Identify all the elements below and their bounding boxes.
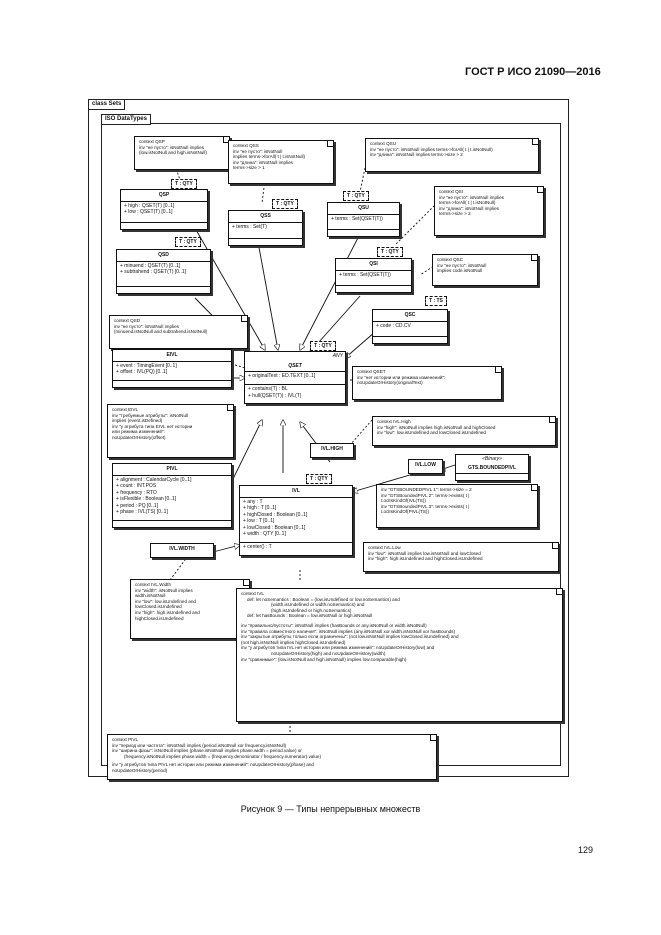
figure-caption: Рисунок 9 — Типы непрерывных множеств <box>240 804 421 814</box>
class-ivl: IVL + any : T+ high : T [0..1]+ highClos… <box>239 485 353 556</box>
class-pivl: PIVL + alignment : CalendarCycle [0..1]+… <box>112 463 232 528</box>
class-eivl: EIVL + event : TimingEvent [0..1]+ offse… <box>112 349 232 388</box>
class-ivl-width: IVL.WIDTH <box>150 543 214 558</box>
qsd-type-param: T : QTY <box>175 237 201 247</box>
class-qsd: QSD + minuend : QSET(T) [0..1]+ subtrahe… <box>116 249 211 294</box>
class-gts-boundedpivl: «Binary» GTS.BOUNDEDPIVL <box>455 454 529 481</box>
class-qsi: QSI + terms : Set(QSET(T)) <box>335 258 412 293</box>
qsi-type-param: T : QTY <box>377 247 403 257</box>
class-ivl-high: IVL.HIGH <box>310 443 354 458</box>
qsp-type-param: T : QTY <box>171 179 197 189</box>
class-qset: ANY QSET + originalText : ED.TEXT [0..1]… <box>244 351 346 404</box>
class-name: QSP <box>121 190 207 202</box>
class-qsp: QSP + high : QSET(T) [0..1]+ low : QSET(… <box>120 189 208 230</box>
class-qsc: QSC + code : CD.CV <box>372 309 448 344</box>
page-number: 129 <box>578 845 594 855</box>
qss-type-param: T : QTY <box>272 199 298 209</box>
class-ivl-low: IVL.LOW <box>408 459 443 474</box>
class-qss: QSS + terms : Set(T) <box>228 210 303 246</box>
frame-label: class Sets <box>88 99 126 110</box>
package-label: ISO DataTypes <box>101 114 151 125</box>
qsu-type-param: T : QTY <box>343 191 369 201</box>
ivl-type-param: T : QTY <box>306 474 332 484</box>
class-attributes: + high : QSET(T) [0..1]+ low : QSET(T) [… <box>121 202 207 223</box>
class-qsu: QSU + terms : Set(QSET(T)) <box>327 202 400 237</box>
qsc-type-param: T : TS <box>425 296 447 306</box>
qset-type-param: T : QTY <box>310 341 336 351</box>
document-header: ГОСТ Р ИСО 21090—2016 <box>465 66 601 78</box>
